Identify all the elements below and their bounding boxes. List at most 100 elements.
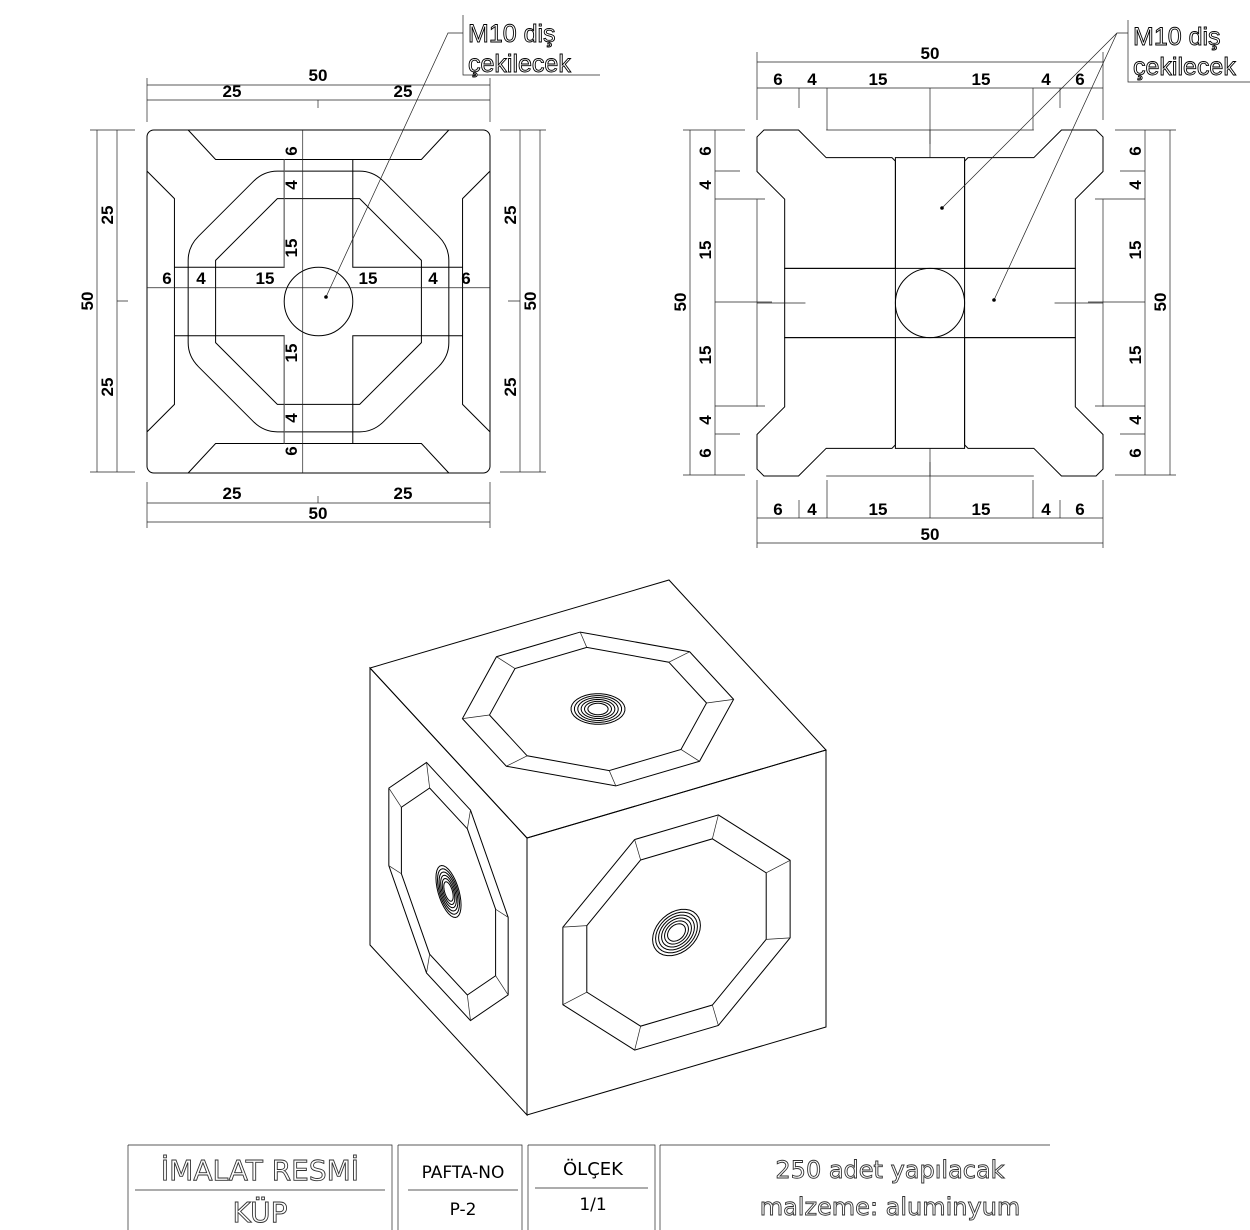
dimension-label: 50 xyxy=(671,293,690,312)
recess-chamfer-edge xyxy=(496,909,509,917)
dimension-label: 15 xyxy=(972,70,991,89)
recess-chamfer-edge xyxy=(609,771,616,786)
right-face-recess-floor xyxy=(587,839,766,1026)
cube-left-face xyxy=(370,668,527,1115)
thread-ring xyxy=(438,869,460,914)
title-block: İMALAT RESMİ KÜP PAFTA-NO P-2 ÖLÇEK 1/1 … xyxy=(128,1145,1050,1230)
note-material: malzeme: aluminyum xyxy=(760,1193,1021,1221)
thread-ring xyxy=(441,875,457,907)
dimension-label: 15 xyxy=(359,269,378,288)
dimension-label: 25 xyxy=(501,206,520,225)
thread-ring xyxy=(574,696,621,723)
dimension-label: 4 xyxy=(1126,415,1145,425)
dimension-lines xyxy=(683,52,1176,548)
recess-chamfer-edge xyxy=(427,954,430,973)
sheet-label: PAFTA-NO xyxy=(422,1163,505,1183)
dimension-label: 50 xyxy=(309,66,328,85)
dimension-label: 50 xyxy=(78,292,97,311)
dimension-label: 25 xyxy=(223,82,242,101)
dimension-label: 4 xyxy=(696,415,715,425)
dimension-label: 4 xyxy=(282,180,301,190)
recess-chamfer-edge xyxy=(389,788,402,807)
left-threaded-hole xyxy=(436,866,461,918)
dimension-axes xyxy=(147,130,490,473)
recess-chamfer-edge xyxy=(563,926,587,928)
threaded-hole xyxy=(895,268,964,337)
top-face-recess-outer xyxy=(462,632,733,786)
dimension-label: 4 xyxy=(1126,180,1145,190)
left-face-recess-floor xyxy=(401,788,495,995)
dimension-label: 6 xyxy=(773,500,782,519)
dimension-label: 25 xyxy=(98,378,117,397)
part-name: KÜP xyxy=(233,1195,288,1229)
dimension-label: 4 xyxy=(807,70,817,89)
thread-ring xyxy=(588,703,608,714)
recess-chamfer-edge xyxy=(766,860,790,873)
cube-top-face xyxy=(370,580,826,838)
dimension-label: 6 xyxy=(773,70,782,89)
recess-chamfer-edge xyxy=(580,632,587,647)
dimension-label: 15 xyxy=(696,241,715,260)
recess-chamfer-edge xyxy=(496,657,515,669)
thread-ring xyxy=(662,918,692,947)
dimension-label: 4 xyxy=(696,180,715,190)
recess-chamfer-edge xyxy=(712,1005,718,1025)
thread-ring xyxy=(585,701,612,716)
recess-chamfer-edge xyxy=(427,762,430,788)
recess-chamfer-edge xyxy=(681,749,700,761)
right-face-recess-outer xyxy=(563,815,790,1050)
dimension-label: 15 xyxy=(869,70,888,89)
recess-chamfer-edge xyxy=(766,938,790,940)
dimension-label: 15 xyxy=(282,344,301,363)
dimension-label: 4 xyxy=(282,413,301,423)
recess-chamfer-edge xyxy=(707,699,734,703)
title-block-grid xyxy=(128,1145,1050,1230)
hatched-corner-block xyxy=(757,338,895,476)
dimension-label: 6 xyxy=(1075,500,1084,519)
section-view: M10 diş çekilecek xyxy=(683,20,1250,548)
dimension-label: 6 xyxy=(1126,146,1145,155)
dimension-label: 50 xyxy=(1151,293,1170,312)
recess-chamfer-edge xyxy=(467,810,470,829)
dimension-label: 25 xyxy=(501,378,520,397)
hatched-corner-block xyxy=(757,130,895,268)
dimension-lines xyxy=(90,78,546,528)
recess-chamfer-edge xyxy=(496,976,509,995)
dimension-label: 4 xyxy=(196,269,206,288)
thread-ring xyxy=(659,915,695,950)
thread-ring xyxy=(444,882,453,901)
dimension-label: 6 xyxy=(162,269,171,288)
isometric-view xyxy=(370,580,826,1115)
scale-label: ÖLÇEK xyxy=(563,1158,624,1180)
drawing-title: İMALAT RESMİ xyxy=(161,1154,359,1187)
dimension-label: 15 xyxy=(696,346,715,365)
dimension-label: 15 xyxy=(869,500,888,519)
callout-line-1: M10 diş xyxy=(1133,23,1221,51)
dimension-label: 4 xyxy=(428,269,438,288)
dimension-label: 15 xyxy=(256,269,275,288)
callout-leader xyxy=(942,20,1250,300)
dimension-label: 50 xyxy=(309,504,328,523)
dimension-label: 6 xyxy=(282,146,301,155)
top-threaded-hole xyxy=(571,694,625,725)
dimension-label: 6 xyxy=(696,448,715,457)
recess-chamfer-edge xyxy=(563,992,587,1005)
recess-chamfer-edge xyxy=(467,995,470,1021)
thread-ring xyxy=(665,921,689,944)
dimension-label: 6 xyxy=(461,269,470,288)
cross-edges xyxy=(174,159,462,443)
dimension-label: 25 xyxy=(394,484,413,503)
dimension-label: 15 xyxy=(1126,241,1145,260)
dimension-label: 25 xyxy=(98,206,117,225)
left-face-recess-outer xyxy=(389,762,508,1020)
centerlines xyxy=(757,130,1103,476)
recess-chamfer-edge xyxy=(462,715,489,719)
recess-chamfer-edge xyxy=(506,756,527,766)
callout-leader xyxy=(326,15,600,297)
octagon-inner xyxy=(216,199,422,405)
thread-ring xyxy=(578,698,618,721)
hatched-corner-block xyxy=(965,130,1103,268)
callout-line-2: çekilecek xyxy=(1133,53,1236,81)
threaded-hole xyxy=(284,267,353,336)
